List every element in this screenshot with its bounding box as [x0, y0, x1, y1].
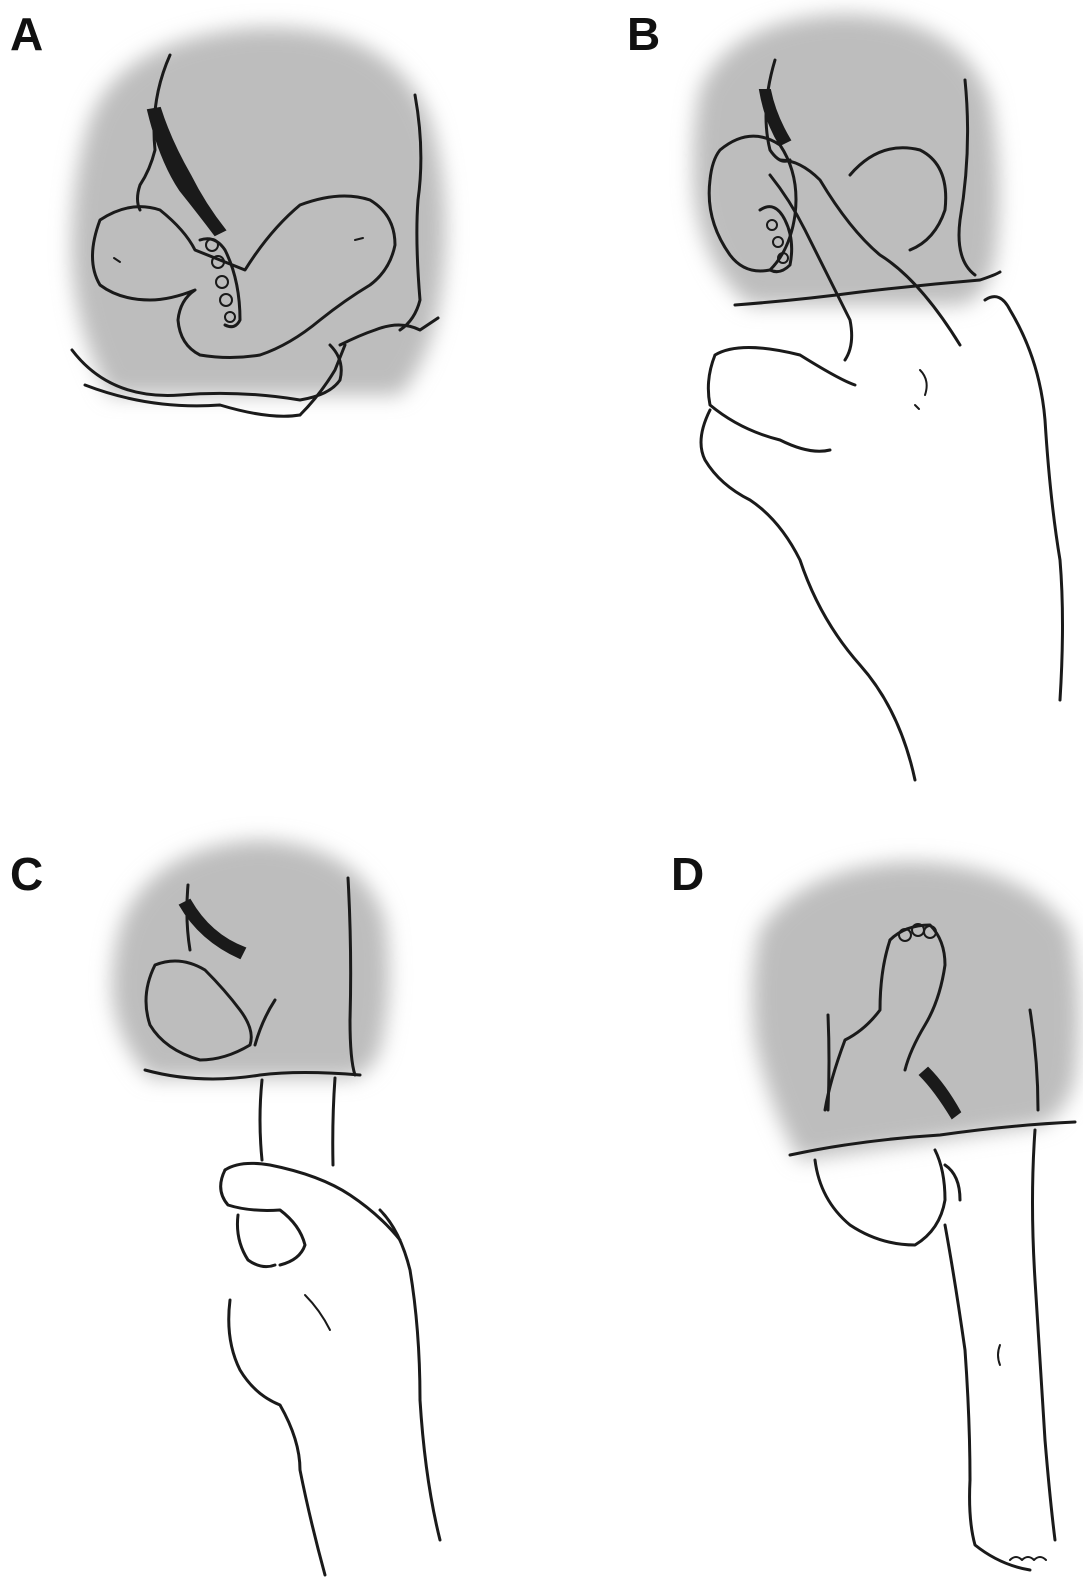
panel-label-d: D: [671, 848, 704, 900]
panel-label-c: C: [10, 848, 43, 900]
panel-c-drawing: [112, 840, 440, 1575]
panel-a-shading: [72, 27, 446, 395]
panel-a-drawing: [72, 27, 446, 416]
panel-label-a: A: [10, 8, 43, 60]
panel-b-shading: [693, 14, 999, 305]
panel-d-drawing: [752, 862, 1079, 1570]
panel-label-b: B: [627, 8, 660, 60]
panel-b-drawing: [693, 14, 1062, 780]
